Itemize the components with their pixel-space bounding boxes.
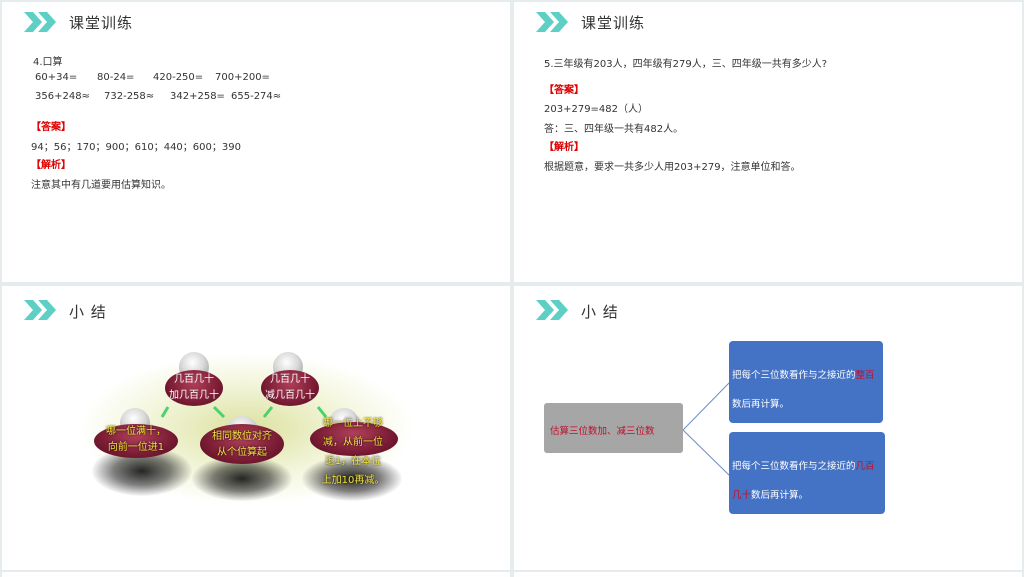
node-line: 加几百几十 [169, 390, 219, 401]
slide-title: 课堂训练 [581, 14, 646, 32]
branch-text: 数后再计算。 [751, 490, 809, 501]
mindmap-branch-hundreds-tens: 把每个三位数看作与之接近的几百几十数后再计算。 [729, 432, 885, 514]
branch-text: 把每个三位数看作与之接近的 [732, 461, 856, 472]
mindmap-root: 估算三位数加、减三位数 [544, 403, 683, 453]
node-line: 哪一位满十， [106, 426, 166, 437]
mindmap-branch-whole-hundreds: 把每个三位数看作与之接近的整百数后再计算。 [729, 341, 883, 423]
branch-text: 数后再计算。 [732, 399, 790, 410]
double-chevron-icon [536, 300, 568, 320]
node-line: 哪一位上不够 [323, 418, 383, 429]
root-label: 估算三位数加、减三位数 [550, 426, 655, 437]
slide-2-practice[interactable]: 课堂训练 5.三年级有203人，四年级有279人，三、四年级一共有多少人? 【答… [514, 2, 1022, 282]
expression: 356+248≈ [35, 91, 90, 102]
node-align [200, 424, 284, 464]
node-shadow [302, 456, 402, 501]
branch-highlight: 百几十 [732, 461, 875, 501]
node-line: 向前一位进1 [107, 442, 165, 453]
expression: 655-274≈ [231, 91, 282, 102]
slide-3-summary-diagram[interactable]: 小 结 几百几十 加几百几十 几百几十 减几百几十 哪一位满十， 向前一位进1 … [2, 286, 510, 570]
expression: 732-258≈ [104, 91, 155, 102]
double-chevron-icon [24, 300, 56, 320]
node-subtract-tens [261, 370, 319, 406]
slide-title: 小 结 [581, 303, 619, 321]
node-align-label: 相同数位对齐 从个位算起 [200, 429, 284, 461]
answer-label: 【答案】 [31, 122, 71, 133]
question-text: 4.口算 [33, 57, 63, 68]
node-carry [94, 424, 178, 458]
mindmap-connectors [682, 381, 731, 477]
node-line: 从个位算起 [217, 447, 267, 458]
analysis-label: 【解析】 [31, 160, 71, 171]
expression: 342+258= [170, 91, 225, 102]
node-add-tens [165, 370, 223, 406]
double-chevron-icon [536, 12, 568, 32]
node-borrow-label: 哪一位上不够 减，从前一位 退1，在本位 上加10再减。 [308, 414, 398, 490]
node-line: 减几百几十 [265, 390, 315, 401]
slide-1-practice[interactable]: 课堂训练 4.口算 60+34= 80-24= 420-250= 700+200… [2, 2, 510, 282]
slide-title: 课堂训练 [69, 14, 134, 32]
branch-highlight: 整百 [855, 370, 875, 381]
slide-title: 小 结 [69, 303, 107, 321]
answer-equation: 203+279=482（人） [544, 104, 649, 115]
node-line: 相同数位对齐 [212, 431, 272, 442]
node-borrow [310, 422, 398, 456]
expression: 420-250= [153, 72, 204, 83]
node-carry-label: 哪一位满十， 向前一位进1 [94, 424, 178, 456]
node-add-tens-label: 几百几十 加几百几十 [160, 372, 228, 404]
branch-text: 把每个三位数看作与之接近的 [732, 370, 856, 381]
answer-label: 【答案】 [544, 85, 584, 96]
node-line: 减，从前一位 [323, 437, 383, 448]
analysis-text: 注意其中有几道要用估算知识。 [31, 180, 171, 191]
node-subtract-tens-label: 几百几十 减几百几十 [256, 372, 324, 404]
double-chevron-icon [24, 12, 56, 32]
branch-highlight: 几 [855, 461, 866, 472]
analysis-text: 根据题意，要求一共多少人用203+279，注意单位和答。 [544, 162, 801, 173]
node-line: 几百几十 [270, 374, 310, 385]
question-text: 5.三年级有203人，四年级有279人，三、四年级一共有多少人? [544, 59, 828, 70]
next-slide-edge [2, 572, 510, 577]
next-slide-edge [514, 572, 1022, 577]
connector-arrows [160, 405, 328, 419]
expression: 80-24= [97, 72, 135, 83]
node-line: 几百几十 [174, 374, 214, 385]
node-line: 上加10再减。 [321, 475, 385, 486]
answer-text: 94；56；170；900；610；440；600；390 [31, 142, 241, 153]
expression: 60+34= [35, 72, 78, 83]
slide-4-summary-mindmap[interactable]: 小 结 估算三位数加、减三位数 把每个三位数看作与之接近的整百数后再计算。 把每… [514, 286, 1022, 570]
expression: 700+200= [215, 72, 270, 83]
analysis-label: 【解析】 [544, 142, 584, 153]
node-line: 退1，在本位 [324, 456, 382, 467]
answer-sentence: 答：三、四年级一共有482人。 [544, 124, 684, 135]
